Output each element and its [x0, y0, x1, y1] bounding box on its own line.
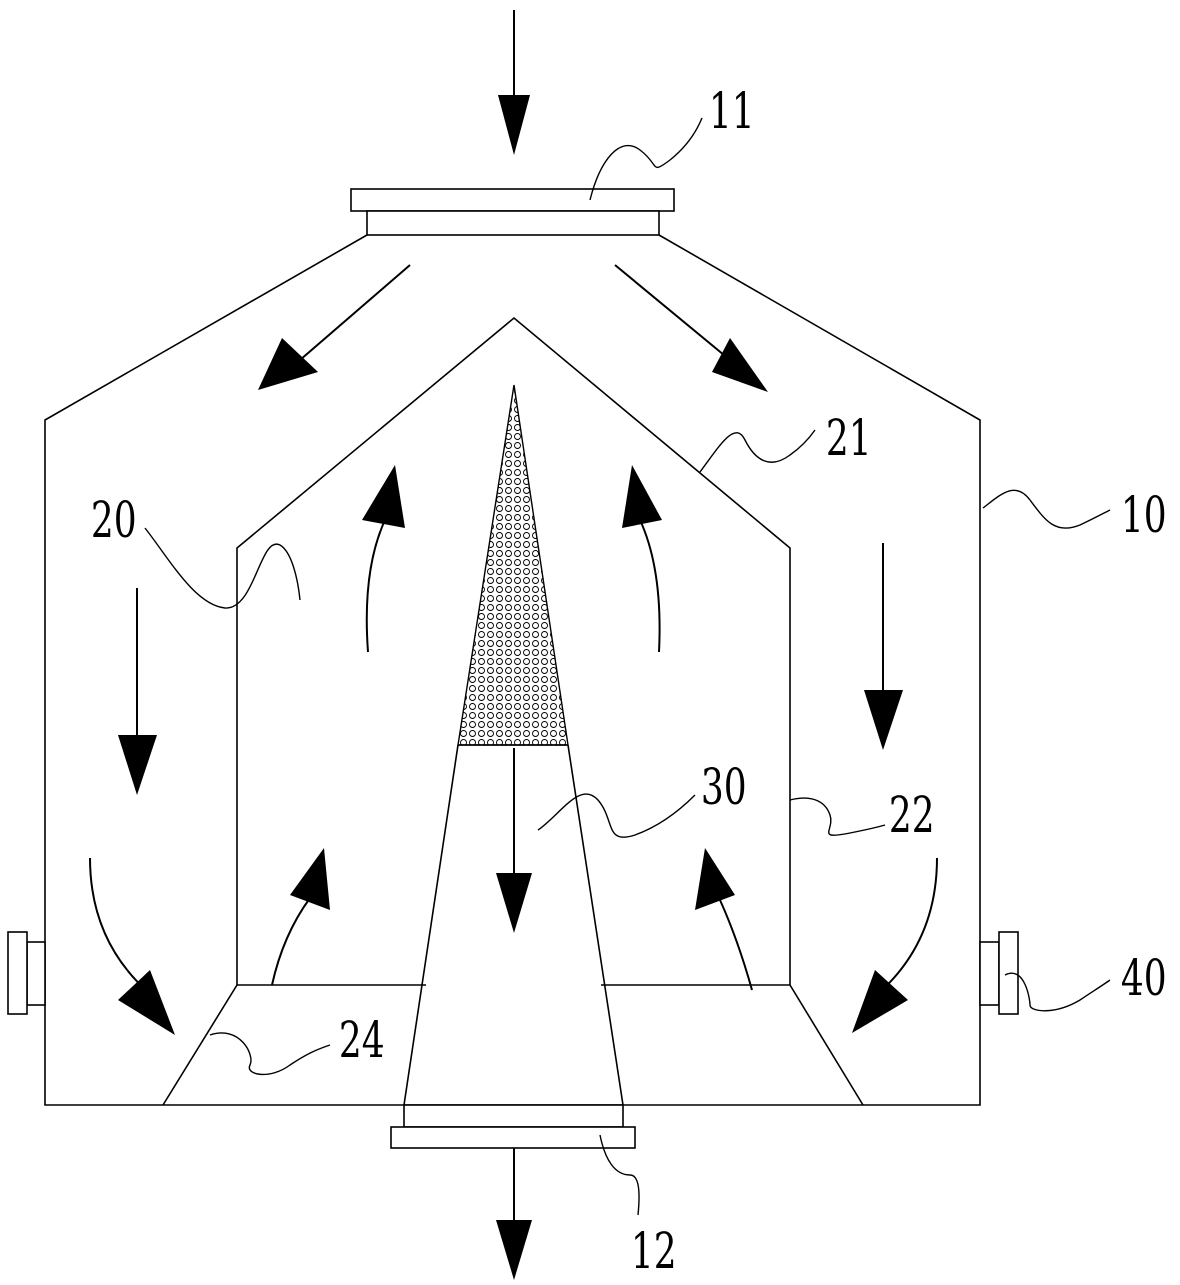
label-22: 22 — [889, 787, 935, 844]
outlet-flange-bottom — [390, 1126, 636, 1149]
label-21: 21 — [826, 410, 872, 467]
cone-filter-body — [403, 744, 624, 1106]
label-12: 12 — [631, 1223, 677, 1280]
side-port-right-neck — [979, 941, 1000, 1006]
side-port-left-flange — [7, 931, 28, 1015]
inlet-flange-neck — [366, 210, 660, 236]
inner-floor-left-slope — [162, 984, 238, 1106]
cone-filter-mesh — [457, 384, 569, 746]
inlet-flange-top — [350, 188, 675, 212]
label-11: 11 — [709, 83, 755, 140]
outlet-flange-neck — [403, 1104, 624, 1128]
inner-chamber — [236, 316, 791, 985]
label-24: 24 — [339, 1012, 385, 1069]
leader-lines — [144, 117, 1111, 1216]
label-40: 40 — [1121, 950, 1167, 1007]
label-10: 10 — [1121, 487, 1167, 544]
label-20: 20 — [91, 492, 137, 549]
label-30: 30 — [701, 759, 747, 816]
inner-floor-right-slope — [789, 984, 864, 1106]
flow-arrows — [89, 10, 938, 1280]
side-port-left-neck — [26, 941, 46, 1006]
